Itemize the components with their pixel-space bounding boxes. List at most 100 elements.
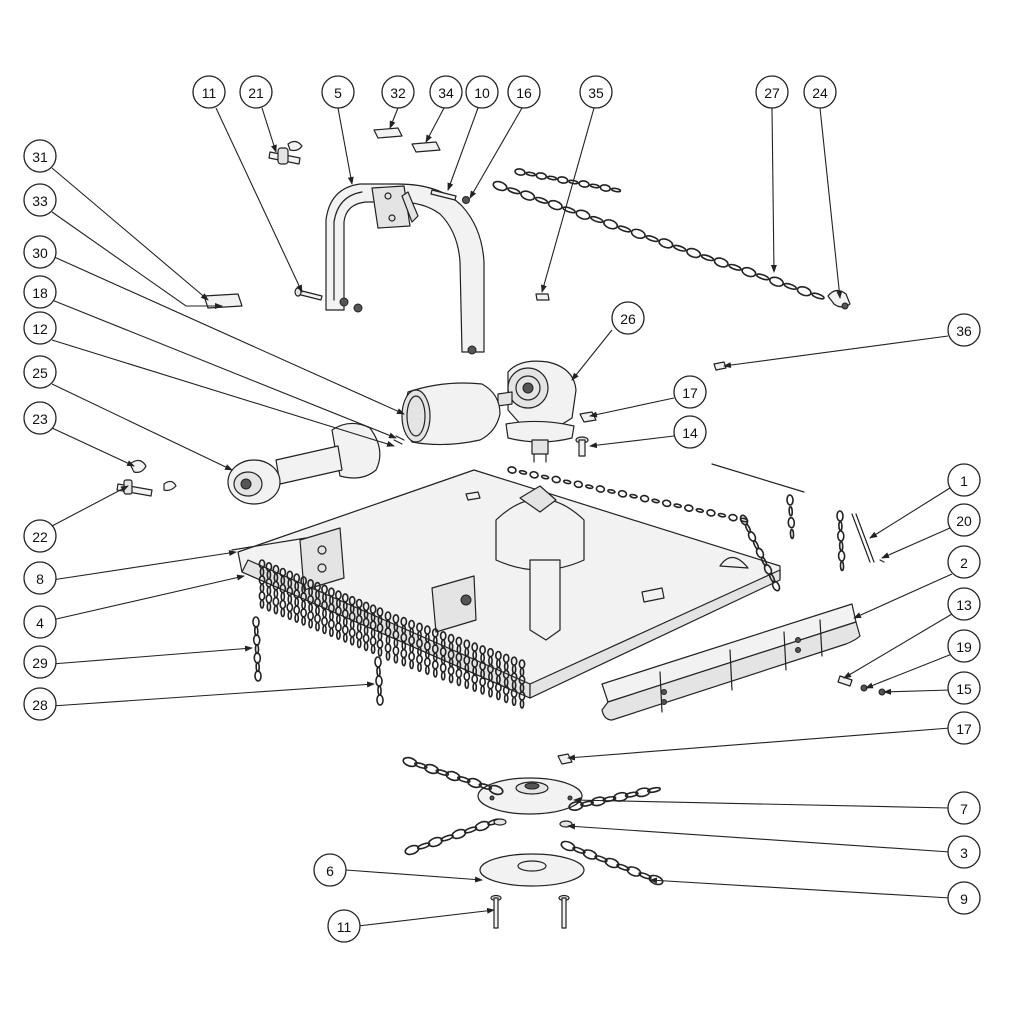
callout-3: 3 [947, 835, 981, 869]
chain-link [463, 826, 478, 834]
chain-link [639, 494, 650, 503]
chain-link [492, 180, 508, 192]
callout-label: 10 [474, 85, 490, 101]
callout-2: 2 [947, 545, 981, 579]
chain-link [456, 775, 471, 784]
chain-link [463, 671, 471, 682]
chain-link [327, 619, 335, 630]
chain-link [686, 247, 702, 259]
callout-circle [947, 463, 981, 497]
chain-link [376, 639, 384, 649]
chain-link [624, 791, 639, 798]
callout-29: 29 [23, 645, 57, 679]
bolt-part-14 [575, 436, 589, 457]
chain-link [286, 602, 294, 613]
chain-link [455, 668, 463, 679]
callout-circle [947, 313, 981, 347]
callout-label: 3 [960, 845, 968, 861]
chain-link [328, 627, 334, 638]
chain-link [322, 624, 327, 635]
callout-label: 33 [32, 193, 48, 209]
chain-link [534, 196, 549, 204]
chain-link [427, 836, 443, 848]
callout-label: 22 [32, 529, 48, 545]
chain-link [413, 761, 428, 770]
chain-link [272, 596, 280, 607]
callout-32: 32 [381, 75, 415, 109]
chain-link [495, 690, 501, 701]
chain-link [423, 657, 431, 667]
chain-link [466, 777, 483, 789]
callout-label: 24 [812, 85, 828, 101]
callout-label: 7 [960, 801, 968, 817]
chain-part-1-side [739, 494, 846, 592]
callout-circle [327, 909, 361, 943]
chain-link [356, 622, 362, 633]
callout-34: 34 [429, 75, 463, 109]
chain-link [503, 693, 509, 704]
callout-label: 36 [956, 323, 972, 339]
chain-link [480, 685, 486, 695]
callout-circle [381, 75, 415, 109]
callout-8: 8 [23, 561, 57, 595]
callout-7: 7 [947, 791, 981, 825]
chain-link [254, 643, 260, 655]
callout-label: 35 [588, 85, 604, 101]
chain-link [369, 636, 377, 647]
chain-link [560, 840, 576, 852]
chain-link [385, 635, 391, 645]
chain-link [661, 499, 672, 508]
chain-link [349, 619, 355, 630]
callout-label: 27 [764, 85, 780, 101]
nut-part-17-top [579, 411, 597, 423]
chain-link [478, 782, 493, 791]
clip-part-23 [129, 459, 177, 492]
callout-circle [23, 519, 57, 553]
callout-22: 22 [23, 519, 57, 553]
chain-link [293, 605, 301, 615]
chain-link [582, 849, 598, 860]
chain-link [322, 608, 327, 619]
chain-link [573, 480, 584, 489]
callout-9: 9 [947, 881, 981, 915]
callout-label: 15 [956, 681, 972, 697]
chain-link [355, 630, 363, 641]
callout-14: 14 [673, 415, 707, 449]
chain-link [392, 645, 400, 656]
shield-part-30 [401, 382, 501, 446]
chain-link [594, 855, 608, 863]
callout-circle [313, 853, 347, 887]
chain-link [308, 618, 314, 629]
callout-circle [947, 503, 981, 537]
decal-part-35 [535, 293, 550, 301]
chain-link [287, 610, 293, 621]
chain-link [616, 863, 630, 872]
chain-link [836, 510, 844, 522]
callout-24: 24 [803, 75, 837, 109]
chain-link [590, 796, 607, 807]
chain-link [280, 591, 286, 602]
chain-link [645, 235, 659, 243]
chain-link [603, 219, 619, 230]
chain-link [370, 644, 376, 655]
callout-label: 20 [956, 513, 972, 529]
chain-link [445, 770, 461, 782]
chain-link [307, 610, 314, 621]
decal-part-32 [373, 127, 403, 139]
chain-link [374, 656, 382, 668]
callout-15: 15 [947, 671, 981, 705]
chain-link [255, 661, 261, 673]
callout-30: 30 [23, 235, 57, 269]
callout-label: 25 [32, 365, 48, 381]
callout-circle [429, 75, 463, 109]
chain-link [471, 674, 479, 684]
chain-link [520, 190, 536, 201]
chain-link [440, 834, 454, 842]
chain-link [684, 504, 694, 512]
chain-link [487, 679, 494, 690]
chain-link [404, 844, 420, 856]
callout-21: 21 [239, 75, 273, 109]
chain-link [259, 583, 265, 593]
callout-circle [673, 375, 707, 409]
